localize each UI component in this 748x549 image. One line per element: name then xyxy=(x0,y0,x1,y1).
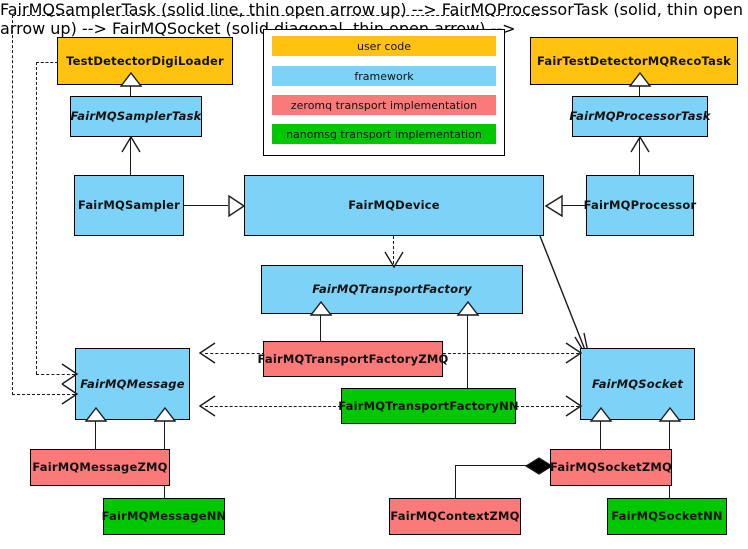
node-label: FairMQProcessor xyxy=(583,198,697,213)
edge-processor-to-device-line xyxy=(562,205,586,207)
generalization-triangle-recotask xyxy=(628,71,652,87)
edge-sampler-to-samplertask xyxy=(130,137,132,175)
legend-item-framework: framework xyxy=(272,66,496,86)
edge-samplertask-to-digiloader-line xyxy=(130,85,132,96)
edge-socketzmq-to-socket-line xyxy=(600,420,602,449)
node-label: FairMQSampler xyxy=(77,198,181,213)
node-fairmq-transport-factory[interactable]: FairMQTransportFactory xyxy=(261,265,523,314)
node-label: FairMQTransportFactoryZMQ xyxy=(257,351,449,366)
node-label: FairMQMessage xyxy=(80,376,185,391)
edge-contextzmq-run xyxy=(455,465,531,467)
node-label: FairMQMessageZMQ xyxy=(32,460,168,475)
edge-digiloader-stub xyxy=(36,62,58,63)
node-label: FairMQSocketZMQ xyxy=(550,460,672,475)
legend-label: nanomsg transport implementation xyxy=(286,127,482,141)
node-label: FairTestDetectorMQRecoTask xyxy=(537,53,731,68)
node-label: FairMQMessageNN xyxy=(101,509,227,524)
generalization-triangle-socket-right xyxy=(658,406,682,422)
generalization-triangle-message-left xyxy=(84,406,108,422)
edge-contextzmq-riser xyxy=(455,465,457,498)
arrowhead-digiloader-message xyxy=(61,363,79,385)
edge-digiloader-to-message-h xyxy=(36,374,75,375)
edge-recotask-to-message-bottom xyxy=(12,394,75,395)
node-label: FairMQSocket xyxy=(591,376,684,391)
edge-tfnn-to-message xyxy=(205,406,341,407)
legend-item-zeromq: zeromq transport implementation xyxy=(272,95,496,115)
node-fairmq-sampler[interactable]: FairMQSampler xyxy=(74,175,184,236)
arrowhead-sampler-samplertask xyxy=(121,135,141,153)
node-fairmq-context-zmq[interactable]: FairMQContextZMQ xyxy=(389,498,521,535)
arrowhead-recotask-message xyxy=(61,383,79,405)
generalization-triangle-socket-left xyxy=(589,406,613,422)
edge-processortask-to-recotask-line xyxy=(639,85,641,96)
legend-item-nanomsg: nanomsg transport implementation xyxy=(272,124,496,144)
composition-diamond-socketzmq xyxy=(524,457,554,475)
edge-tfzmq-to-tf-line xyxy=(320,314,322,342)
generalization-triangle-device-right xyxy=(544,194,563,218)
edge-tfnn-to-socket xyxy=(516,406,579,407)
node-label: FairMQDevice xyxy=(348,198,440,213)
legend-label: user code xyxy=(356,39,412,53)
edge-device-to-transportfactory xyxy=(393,236,394,264)
arrowhead-tfzmq-socket xyxy=(565,342,583,364)
arrowhead-device-transportfactory xyxy=(384,251,404,269)
node-fairmq-transport-factory-zmq[interactable]: FairMQTransportFactoryZMQ xyxy=(258,341,448,377)
legend-item-user-code: user code xyxy=(272,36,496,56)
edge-recotask-to-message-left xyxy=(12,15,13,395)
arrowhead-tfnn-message xyxy=(198,395,216,417)
node-label: FairMQContextZMQ xyxy=(390,509,520,524)
generalization-triangle-tf-left xyxy=(309,300,333,316)
edge-recotask-to-message-top xyxy=(12,15,539,16)
arrowhead-tfzmq-message xyxy=(198,342,216,364)
legend-label: zeromq transport implementation xyxy=(290,98,478,112)
edge-tfzmq-to-message xyxy=(205,353,265,354)
node-label: FairMQTransportFactoryNN xyxy=(338,398,519,413)
generalization-triangle-tf-right xyxy=(456,300,480,316)
edge-digiloader-to-message-v xyxy=(36,62,37,374)
node-label: FairMQSocketNN xyxy=(611,509,723,524)
edge-sampler-to-device-line xyxy=(184,205,228,207)
edge-messagezmq-to-message-line xyxy=(95,420,97,449)
generalization-triangle-device-left xyxy=(228,194,246,218)
generalization-triangle-digiloader xyxy=(119,71,143,87)
node-fairmq-message[interactable]: FairMQMessage xyxy=(75,348,190,420)
legend-label: framework xyxy=(354,69,414,83)
node-fairmq-socket-zmq[interactable]: FairMQSocketZMQ xyxy=(550,449,672,486)
node-label: FairMQSamplerTask xyxy=(70,109,202,124)
edge-processor-to-processortask xyxy=(639,137,641,175)
edge-tfnn-to-tf-line xyxy=(467,314,469,388)
node-fairmq-transport-factory-nn[interactable]: FairMQTransportFactoryNN xyxy=(338,388,519,424)
node-fairmq-sampler-task[interactable]: FairMQSamplerTask xyxy=(70,96,202,137)
node-test-detector-digi-loader[interactable]: TestDetectorDigiLoader xyxy=(57,37,233,85)
node-label: FairMQTransportFactory xyxy=(312,282,472,297)
node-fairmq-device[interactable]: FairMQDevice xyxy=(244,175,544,236)
generalization-triangle-message-right xyxy=(153,406,177,422)
node-fairmq-socket[interactable]: FairMQSocket xyxy=(580,348,695,420)
arrowhead-tfnn-socket xyxy=(565,395,583,417)
node-fairmq-message-nn[interactable]: FairMQMessageNN xyxy=(101,498,227,535)
node-fairmq-processor[interactable]: FairMQProcessor xyxy=(583,175,697,236)
edge-tfzmq-to-socket xyxy=(443,353,579,354)
node-fairmq-socket-nn[interactable]: FairMQSocketNN xyxy=(607,498,727,535)
node-label: FairMQProcessorTask xyxy=(569,109,711,124)
node-fairmq-message-zmq[interactable]: FairMQMessageZMQ xyxy=(30,449,170,486)
node-label: TestDetectorDigiLoader xyxy=(66,53,224,68)
arrowhead-processor-processortask xyxy=(630,135,650,153)
node-fairmq-processor-task[interactable]: FairMQProcessorTask xyxy=(569,96,711,137)
